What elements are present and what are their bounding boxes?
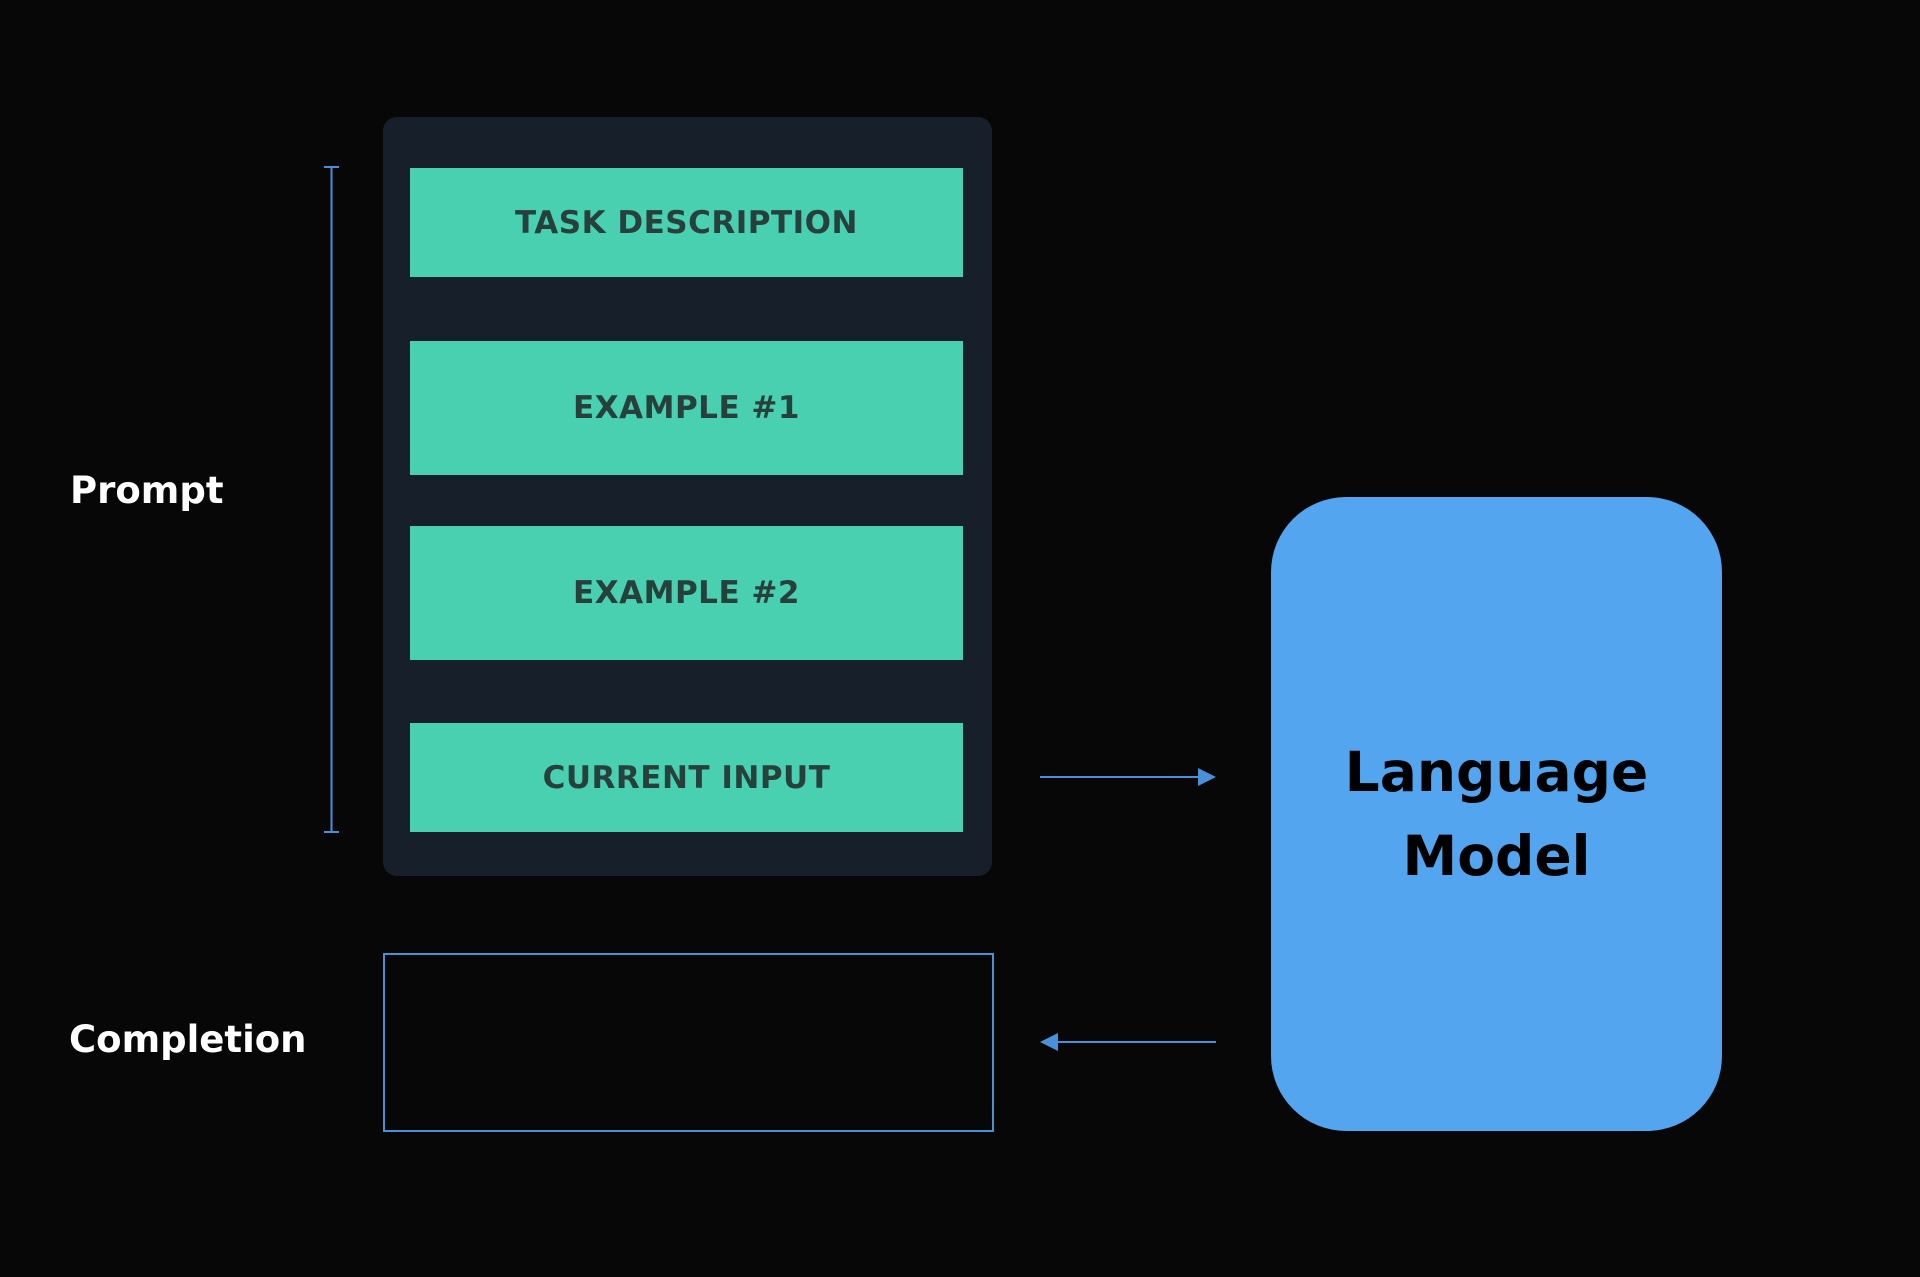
completion-label: Completion <box>69 1018 307 1061</box>
arrow-right-icon <box>1040 768 1216 786</box>
prompt-panel: TASK DESCRIPTION EXAMPLE #1 EXAMPLE #2 C… <box>383 117 992 876</box>
example-2-block: EXAMPLE #2 <box>410 526 963 660</box>
language-model-box: Language Model <box>1271 497 1722 1131</box>
task-description-block: TASK DESCRIPTION <box>410 168 963 277</box>
example-1-block: EXAMPLE #1 <box>410 341 963 475</box>
completion-box <box>383 953 994 1132</box>
current-input-block: CURRENT INPUT <box>410 723 963 832</box>
language-model-title: Language Model <box>1344 740 1649 888</box>
prompt-label: Prompt <box>70 469 224 512</box>
prompt-bracket <box>324 166 339 833</box>
arrow-left-icon <box>1040 1033 1216 1051</box>
